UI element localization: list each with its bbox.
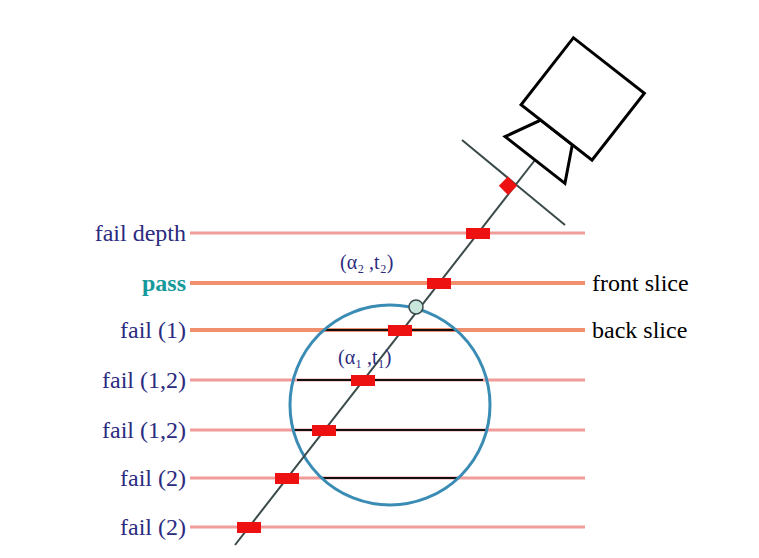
circle-chords bbox=[293, 330, 487, 478]
row-result: pass bbox=[142, 270, 186, 296]
slice-lines bbox=[190, 233, 585, 527]
object-circle bbox=[290, 305, 490, 505]
row-result: fail (1) bbox=[120, 317, 186, 343]
row-result: fail (1,2) bbox=[102, 417, 186, 443]
surface-point bbox=[409, 300, 423, 314]
sample-markers bbox=[237, 177, 517, 533]
sample-coordinate: (α₂ ,t₂) bbox=[340, 251, 393, 273]
row-result: fail (2) bbox=[120, 514, 186, 540]
row-result: fail (1,2) bbox=[102, 367, 186, 393]
camera-icon bbox=[500, 38, 645, 188]
slice-name: back slice bbox=[590, 317, 689, 343]
view-ray bbox=[235, 160, 535, 545]
sample-coordinate: (α₁ ,t₁) bbox=[338, 346, 391, 368]
row-result: fail (2) bbox=[120, 465, 186, 491]
slice-name: front slice bbox=[590, 270, 691, 296]
row-result: fail depth bbox=[95, 220, 186, 246]
